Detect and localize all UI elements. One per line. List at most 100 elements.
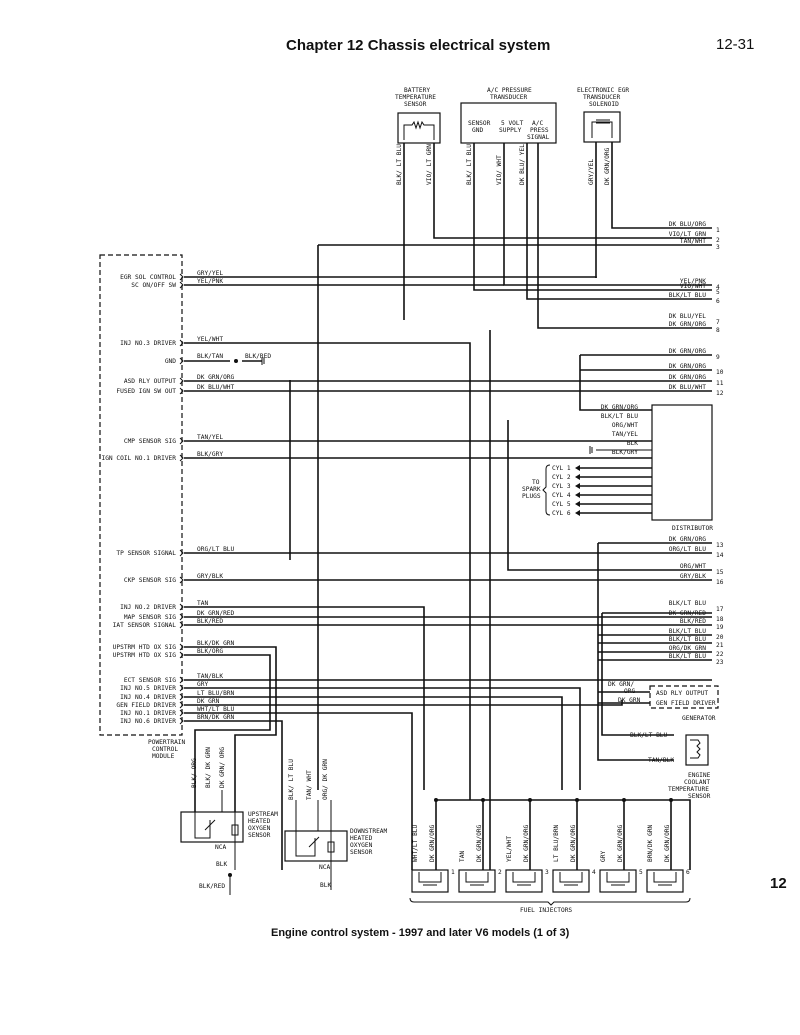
right-connector-number: 22 — [716, 651, 724, 658]
ac-pin-3c: SIGNAL — [527, 134, 550, 141]
injector-number: 1 — [451, 869, 455, 876]
connector-icon — [179, 676, 184, 684]
pcm-label-2: CONTROL — [152, 746, 178, 753]
injector-body — [411, 869, 449, 893]
pcm-pin-label: MAP SENSOR SIG — [124, 614, 176, 621]
pcm-label-1: POWERTRAIN — [148, 739, 186, 746]
ac-pin-2: 5 VOLT — [501, 120, 524, 127]
right-wire-label: ORG/LT BLU — [669, 546, 707, 553]
distributor-label: DISTRIBUTOR — [672, 525, 713, 532]
generator-label: GENERATOR — [682, 715, 716, 722]
arrow-icon — [575, 492, 580, 498]
connector-icon — [179, 357, 184, 365]
right-wire-label: YEL/PNK — [680, 278, 706, 285]
down-o2-label-4: SENSOR — [350, 849, 373, 856]
right-wire-label: DK BLU/ORG — [669, 221, 707, 228]
up-ground-2: BLK/RED — [199, 883, 225, 890]
downstream-oxygen-sensor: DOWNSTREAM HEATED OXYGEN SENSOR NCA BLK — [284, 800, 388, 890]
right-connector-number: 21 — [716, 642, 724, 649]
arrow-icon — [575, 510, 580, 516]
pcm-wire-label: GRY/BLK — [197, 573, 223, 580]
bts-label-3: SENSOR — [404, 101, 427, 108]
top-wire-label: DK BLU/ YEL — [519, 144, 526, 185]
cylinder-label: CYL 6 — [552, 510, 571, 517]
down-o2-label-1: DOWNSTREAM — [350, 828, 388, 835]
connector-icon — [179, 651, 184, 659]
cylinder-label: CYL 4 — [552, 492, 571, 499]
connector-icon — [179, 717, 184, 725]
pcm-box — [99, 254, 183, 736]
distributor-wire-label: TAN/YEL — [612, 431, 638, 438]
pcm-wire-label: ORG/LT BLU — [197, 546, 235, 553]
cylinder-label: CYL 1 — [552, 465, 571, 472]
right-wire-label: VIO/WHT — [680, 283, 706, 290]
connector-icon — [179, 549, 184, 557]
connector-icon — [179, 377, 184, 385]
right-wire-label: ORG/DK GRN — [669, 645, 707, 652]
o2-wire-label: DK GRN/ ORG — [219, 747, 226, 788]
gnd-wire-2: BLK/RED — [245, 353, 271, 360]
pcm-pin-label: INJ NO.4 DRIVER — [120, 694, 176, 701]
right-wire-label: BLK/LT BLU — [669, 600, 707, 607]
pcm-wire-label: GRY/YEL — [197, 270, 223, 277]
pcm-pin-label: ECT SENSOR SIG — [124, 677, 176, 684]
cylinder-label: CYL 5 — [552, 501, 571, 508]
top-wire-label: BLK/ LT BLU — [466, 144, 473, 185]
ac-label-1: A/C PRESSURE — [487, 87, 532, 94]
injector-body — [646, 869, 684, 893]
connector-icon — [179, 613, 184, 621]
injector-wire-label: WHT/LT BLU — [412, 824, 419, 862]
ect-label-3: TEMPERATURE — [668, 786, 709, 793]
pcm-wire-label: DK BLU/WHT — [197, 384, 235, 391]
o2-wire-label: BLK/ ORG — [191, 758, 198, 788]
injector-body — [552, 869, 590, 893]
right-connector-number: 1 — [716, 227, 720, 234]
right-connector-number: 16 — [716, 579, 724, 586]
generator: ASD RLY OUTPUT GEN FIELD DRIVER GENERATO… — [608, 681, 719, 722]
o2-wire-label: BLK/ LT BLU — [288, 759, 295, 800]
spark-label-3: PLUGS — [522, 493, 541, 500]
right-wire-label: DK GRN/ORG — [669, 321, 707, 328]
right-wire-label: GRY/BLK — [680, 573, 706, 580]
right-connector-number: 11 — [716, 380, 724, 387]
gen-pin-1: ASD RLY OUTPUT — [656, 690, 708, 697]
pcm-pin-label: INJ NO.2 DRIVER — [120, 604, 176, 611]
upstream-oxygen-sensor: UPSTREAM HEATED OXYGEN SENSOR NCA BLK BL… — [180, 790, 278, 895]
right-connector-number: 5 — [716, 289, 720, 296]
right-connector-number: 14 — [716, 552, 724, 559]
connector-icon — [179, 603, 184, 611]
right-connector-number: 6 — [716, 298, 720, 305]
top-wire-label: BLK/ LT BLU — [396, 144, 403, 185]
right-wire-label: VIO/LT GRN — [669, 231, 707, 238]
right-wire-label: TAN/WHT — [680, 238, 706, 245]
right-connector-number: 9 — [716, 354, 720, 361]
pcm-label-3: MODULE — [152, 753, 175, 760]
cylinder-label: CYL 3 — [552, 483, 571, 490]
right-connector-number: 4 — [716, 284, 720, 291]
connector-icon — [179, 684, 184, 692]
connector-icon — [179, 387, 184, 395]
right-wire-label: DK GRN/ORG — [669, 348, 707, 355]
arrow-icon — [575, 501, 580, 507]
battery-temperature-sensor: BATTERY TEMPERATURE SENSOR — [395, 87, 441, 144]
top-wire-label: GRY/YEL — [588, 159, 595, 185]
right-connector-number: 7 — [716, 319, 720, 326]
engine-coolant-temperature-sensor: BLK/LT BLU TAN/BLK ENGINE COOLANT TEMPER… — [630, 732, 711, 800]
connector-icon — [179, 701, 184, 709]
right-wire-label: DK BLU/YEL — [669, 313, 707, 320]
pcm-pin-label: EGR SOL CONTROL — [120, 274, 176, 281]
pcm-pin-label: TP SENSOR SIGNAL — [116, 550, 176, 557]
injector-wire-label: BRN/DK GRN — [647, 824, 654, 862]
right-connector-number: 3 — [716, 244, 720, 251]
connector-icon — [179, 643, 184, 651]
ac-pin-3: A/C — [532, 120, 543, 127]
gen-pin-2: GEN FIELD DRIVER — [656, 700, 716, 707]
page-number: 12-31 — [716, 36, 755, 53]
up-o2-label-3: OXYGEN — [248, 825, 271, 832]
pcm-wire-label: BLK/ORG — [197, 648, 223, 655]
injector-number: 2 — [498, 869, 502, 876]
right-wire-label: BLK/LT BLU — [669, 636, 707, 643]
pcm-wire-label: LT BLU/BRN — [197, 690, 235, 697]
